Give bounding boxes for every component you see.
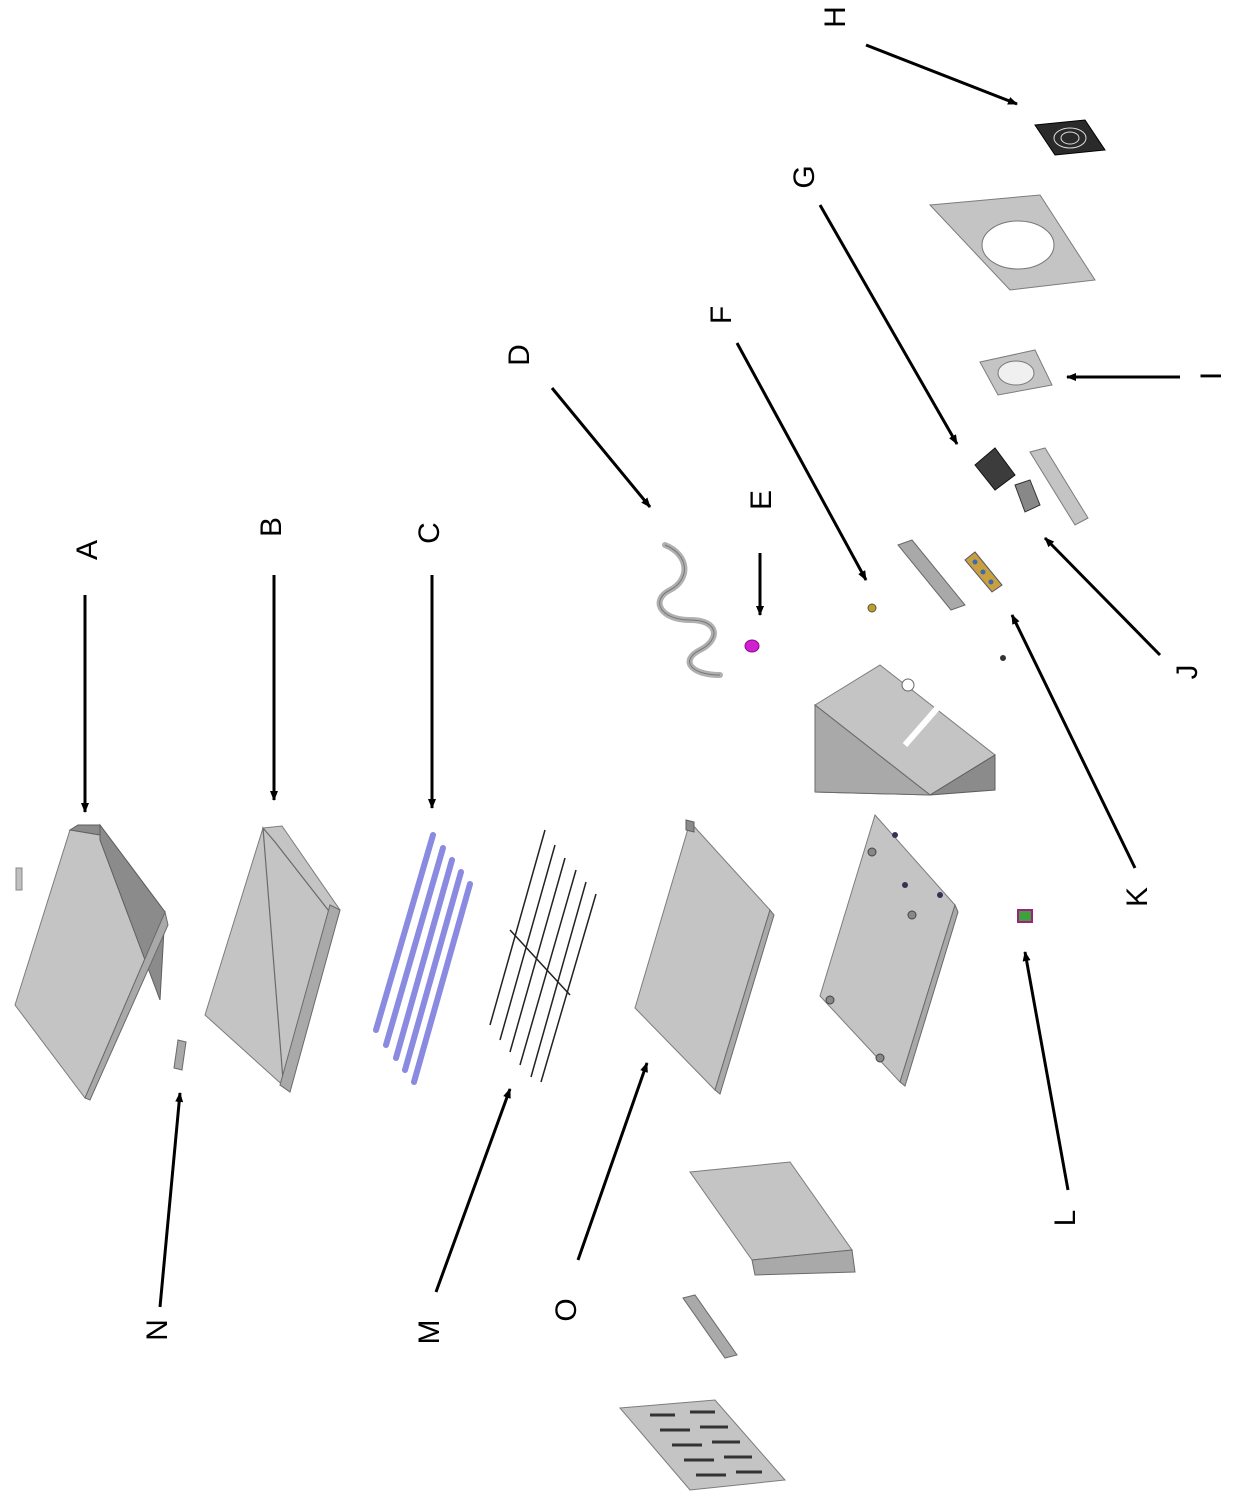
part-i-fan-housing bbox=[979, 349, 1053, 396]
callout-f: F bbox=[705, 305, 738, 325]
part-o-tray bbox=[634, 819, 775, 1095]
part-b-inner-cover bbox=[204, 825, 341, 1093]
callout-k: K bbox=[1121, 887, 1154, 908]
arrow-f bbox=[735, 342, 868, 581]
part-terminal-strip bbox=[897, 539, 966, 611]
part-base-chassis bbox=[819, 814, 959, 1087]
callout-g: G bbox=[788, 165, 821, 189]
part-g-relay bbox=[974, 447, 1041, 513]
callout-c: C bbox=[413, 522, 446, 544]
part-k-terminal-block bbox=[964, 551, 1006, 661]
callout-d: D bbox=[503, 344, 536, 366]
callout-j: J bbox=[1171, 664, 1204, 680]
arrow-o bbox=[576, 1062, 649, 1261]
callout-b: B bbox=[255, 517, 288, 538]
arrow-n bbox=[158, 1092, 184, 1308]
callout-e: E bbox=[745, 490, 778, 511]
arrow-h bbox=[865, 43, 1018, 106]
part-c-heating-tubes bbox=[373, 832, 473, 1085]
callout-m: M bbox=[413, 1319, 446, 1345]
part-fan-cover-plate bbox=[928, 194, 1096, 291]
leader-arrows bbox=[81, 43, 1180, 1308]
callout-a: A bbox=[71, 540, 104, 561]
arrow-m bbox=[434, 1088, 512, 1293]
callout-o: O bbox=[550, 1298, 583, 1322]
part-e-knob bbox=[744, 639, 760, 653]
part-n-bracket bbox=[173, 1039, 187, 1071]
part-l-small-component bbox=[1017, 909, 1033, 923]
part-j-bracket bbox=[1029, 447, 1089, 526]
part-h-fan-guard bbox=[1034, 119, 1106, 156]
callout-n: N bbox=[141, 1319, 174, 1341]
part-bottom-plate bbox=[689, 1161, 856, 1276]
part-a-tab bbox=[15, 867, 23, 891]
part-channel-bracket bbox=[682, 1294, 738, 1359]
arrow-k bbox=[1010, 614, 1137, 869]
arrow-g bbox=[818, 204, 959, 445]
part-f-small-switch bbox=[867, 603, 877, 613]
part-d-heating-coil bbox=[656, 542, 723, 678]
part-vented-panel bbox=[618, 1399, 787, 1491]
arrow-j bbox=[1043, 536, 1162, 657]
callout-l: L bbox=[1049, 1209, 1082, 1227]
part-a-top-cover bbox=[14, 823, 169, 1101]
part-m-wire-rack bbox=[489, 829, 597, 1083]
callout-h: H bbox=[819, 6, 852, 28]
arrow-l bbox=[1022, 951, 1070, 1191]
part-control-box bbox=[814, 664, 996, 796]
callout-i: I bbox=[1195, 371, 1228, 381]
arrow-d bbox=[550, 387, 652, 508]
